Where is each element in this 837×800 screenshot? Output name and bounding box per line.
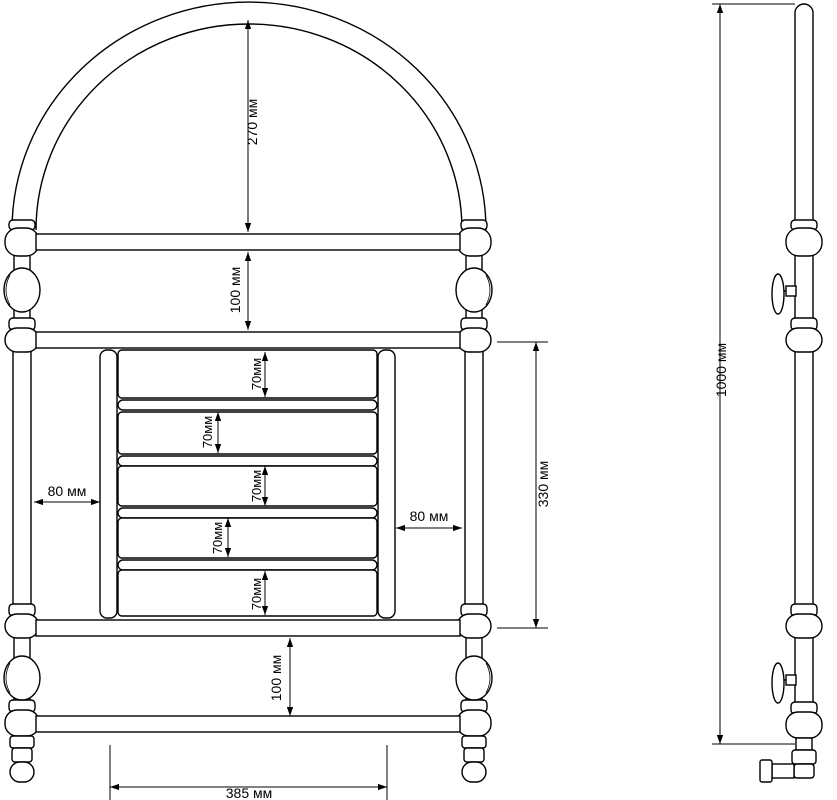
riser-left <box>99 349 118 619</box>
side-view: 1000 мм <box>712 3 823 783</box>
dim-right-margin: 80 мм <box>410 508 449 524</box>
dim-bar-2: 70мм <box>200 416 215 448</box>
dim-left-margin: 80 мм <box>48 483 87 499</box>
dim-bottom-gap: 100 мм <box>268 655 284 702</box>
dim-total-width: 385 мм <box>226 785 273 800</box>
dim-bar-4: 70мм <box>210 522 225 554</box>
rail-third <box>35 619 461 637</box>
front-view: 270 мм 100 мм 70мм 70мм 70мм 70мм 70мм 3… <box>3 1 551 800</box>
dimension-lines <box>34 20 548 800</box>
dim-bar-3: 70мм <box>249 470 264 502</box>
right-post <box>455 219 493 783</box>
dim-bar-5: 70мм <box>249 578 264 610</box>
rail-bottom <box>35 715 461 733</box>
arch-outer <box>11 1 487 231</box>
dim-arch-height: 270 мм <box>244 99 260 146</box>
dim-bar-1: 70мм <box>249 358 264 390</box>
rail-second <box>35 331 461 349</box>
left-post <box>3 219 41 783</box>
riser-right <box>377 349 396 619</box>
dim-top-gap: 100 мм <box>227 267 243 314</box>
dim-total-height: 1000 мм <box>713 343 729 397</box>
rail-top <box>35 233 461 251</box>
panel-bars <box>117 349 378 617</box>
dim-panel-height: 330 мм <box>535 461 551 508</box>
